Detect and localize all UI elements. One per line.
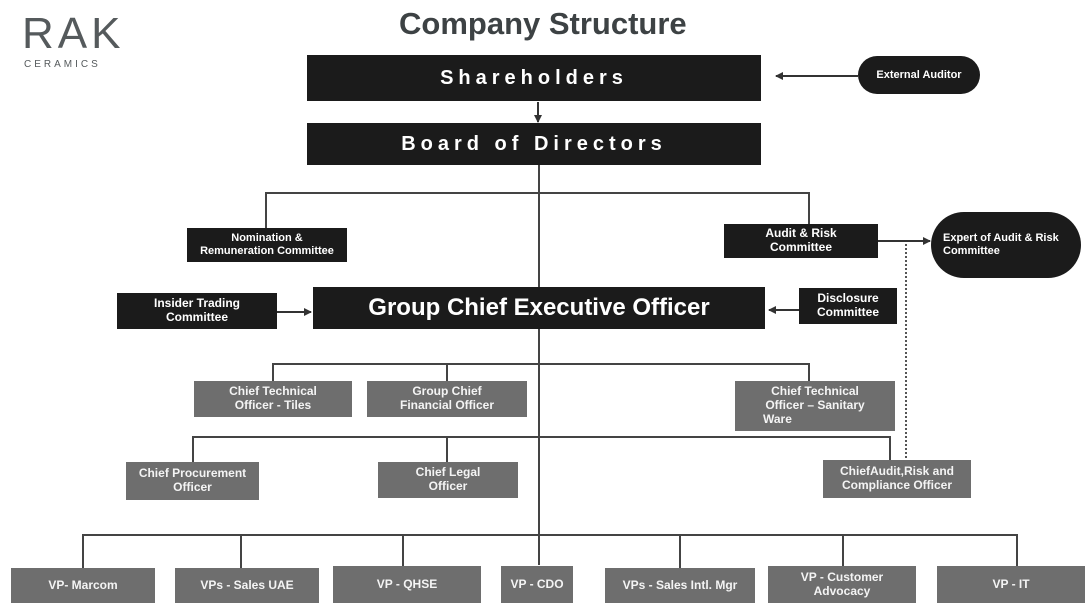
connector-board-down [538,165,540,565]
connector-cto-tiles [272,363,274,381]
connector-audit-committee [808,192,810,224]
nomination-committee-box: Nomination &Remuneration Committee [187,228,347,262]
connector-chief-audit [889,436,891,460]
vp-qhse-box: VP - QHSE [333,566,481,603]
vp-sales-intl-box: VPs - Sales Intl. Mgr [605,568,755,603]
connector-vp-qhse [402,534,404,568]
connector-legal [446,436,448,462]
connector-committees [265,192,810,194]
connector-cto-sw [808,363,810,381]
vp-cdo-box: VP - CDO [501,566,573,603]
connector-vp-advocacy [842,534,844,568]
connector-row2 [192,436,890,438]
connector-vps [82,534,1018,536]
connector-cfo [446,363,448,381]
group-ceo-box: Group Chief Executive Officer [313,287,765,329]
vp-marcom-box: VP- Marcom [11,568,155,603]
board-of-directors-box: Board of Directors [307,123,761,165]
connector-nomination [265,192,267,228]
page-title: Company Structure [399,6,687,41]
vp-it-box: VP - IT [937,566,1085,603]
connector-vp-sales-intl [679,534,681,568]
connector-vp-marcom [82,534,84,568]
logo-rak: RAK [22,9,125,58]
connector-row1 [272,363,809,365]
connector-vp-sales-uae [240,534,242,568]
logo-ceramics: CERAMICS [24,59,101,70]
connector-cpo [192,436,194,462]
external-auditor-box: External Auditor [858,56,980,94]
vp-sales-uae-box: VPs - Sales UAE [175,568,319,603]
connector-vp-it [1016,534,1018,568]
shareholders-box: Shareholders [307,55,761,101]
